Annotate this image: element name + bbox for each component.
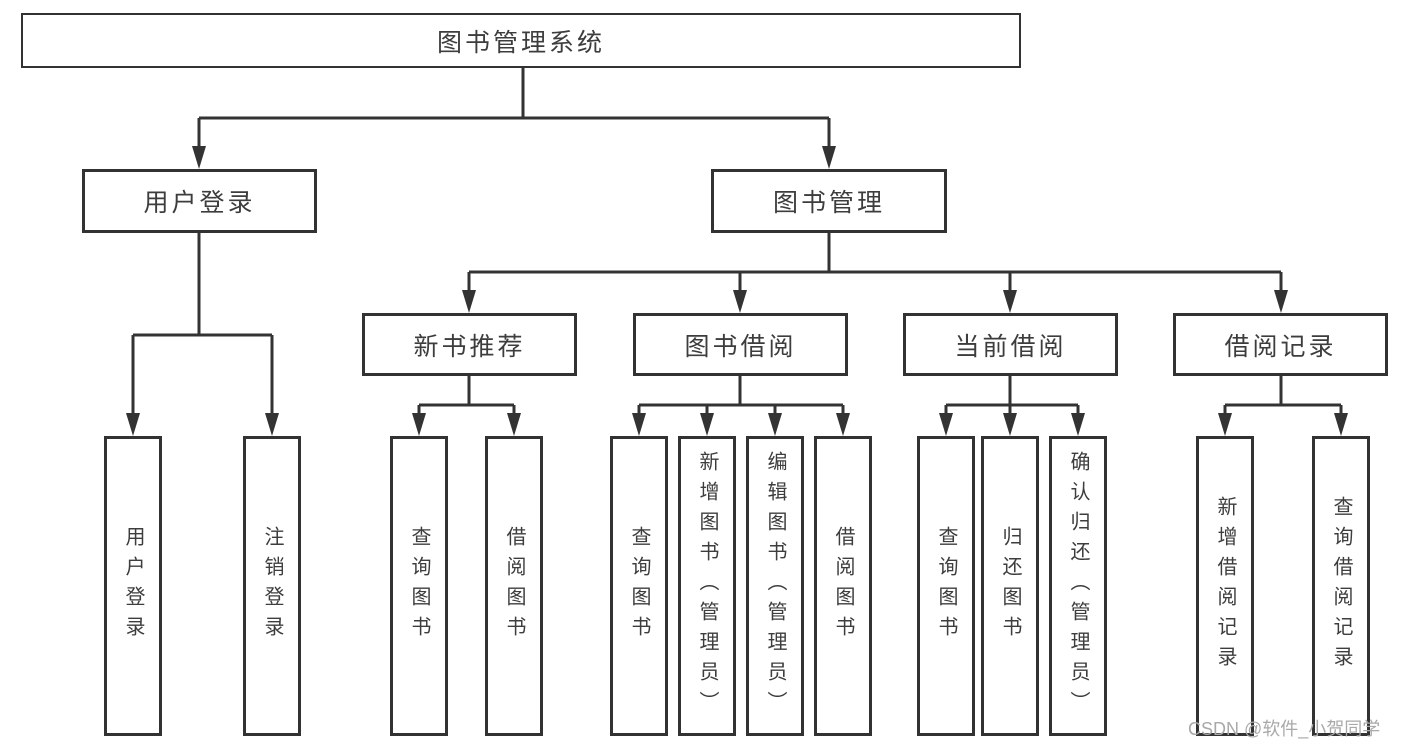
edges-borrow-record-leaves [1223,376,1343,417]
node-borrow-record-label: 借阅记录 [1224,332,1337,361]
leaf-query-borrow-record-label: 查询借阅记录 [1330,496,1352,676]
leaf-return-book-label: 归还图书 [999,526,1021,646]
leaf-user-login: 用户登录 [104,436,162,736]
leaf-return-book: 归还图书 [981,436,1039,736]
arrowheads-new-book-leaves [412,413,521,436]
node-user-login-label: 用户登录 [143,189,256,217]
arrowheads-borrow-record-leaves [1218,413,1348,436]
leaf-add-borrow-record-label: 新增借阅记录 [1214,496,1236,676]
arrowheads-user-login-leaves [126,413,279,436]
edges-book-borrow-leaves [637,376,845,417]
leaf-query-book-2: 查询图书 [610,436,668,736]
leaf-query-borrow-record: 查询借阅记录 [1312,436,1370,736]
edges-user-login-leaves [131,233,274,417]
leaf-confirm-return-admin: 确认归还（管理员） [1049,436,1107,736]
node-borrow-record: 借阅记录 [1173,313,1388,376]
arrowheads-level3 [462,290,1288,313]
node-root: 图书管理系统 [21,13,1021,68]
leaf-user-login-label: 用户登录 [122,526,144,646]
leaf-borrow-book-2: 借阅图书 [814,436,872,736]
leaf-logout-label: 注销登录 [261,526,283,646]
node-user-login: 用户登录 [82,169,317,233]
arrowheads-current-borrow-leaves [939,413,1085,436]
leaf-borrow-book-1-label: 借阅图书 [503,526,525,646]
edges-book-mgmt-to-level3 [467,233,1283,294]
leaf-add-borrow-record: 新增借阅记录 [1196,436,1254,736]
node-root-label: 图书管理系统 [436,28,605,57]
leaf-edit-book-admin-label: 编辑图书（管理员） [764,451,786,721]
csdn-watermark: CSDN @软件_小贺同学 [1188,719,1381,739]
leaf-add-book-admin: 新增图书（管理员） [678,436,736,736]
arrowheads-book-borrow-leaves [632,413,850,436]
leaf-logout: 注销登录 [243,436,301,736]
leaf-borrow-book-1: 借阅图书 [485,436,543,736]
node-book-borrow: 图书借阅 [633,313,848,376]
node-current-borrow: 当前借阅 [903,313,1118,376]
leaf-confirm-return-admin-label: 确认归还（管理员） [1067,451,1089,721]
edges-current-borrow-leaves [944,376,1080,417]
leaf-borrow-book-2-label: 借阅图书 [832,526,854,646]
edges-root-to-level2 [197,68,831,150]
node-book-management: 图书管理 [711,169,947,233]
leaf-query-book-1-label: 查询图书 [408,526,430,646]
leaf-edit-book-admin: 编辑图书（管理员） [746,436,804,736]
node-new-book-recommend-label: 新书推荐 [413,332,526,361]
leaf-query-book-1: 查询图书 [390,436,448,736]
node-book-borrow-label: 图书借阅 [684,332,797,361]
leaf-query-book-3-label: 查询图书 [935,526,957,646]
leaf-query-book-3: 查询图书 [917,436,975,736]
node-book-management-label: 图书管理 [772,189,885,217]
leaf-add-book-admin-label: 新增图书（管理员） [696,451,718,721]
arrowheads-level2 [192,146,836,169]
node-new-book-recommend: 新书推荐 [362,313,577,376]
leaf-query-book-2-label: 查询图书 [628,526,650,646]
edges-new-book-leaves [417,376,516,417]
node-current-borrow-label: 当前借阅 [954,332,1067,361]
